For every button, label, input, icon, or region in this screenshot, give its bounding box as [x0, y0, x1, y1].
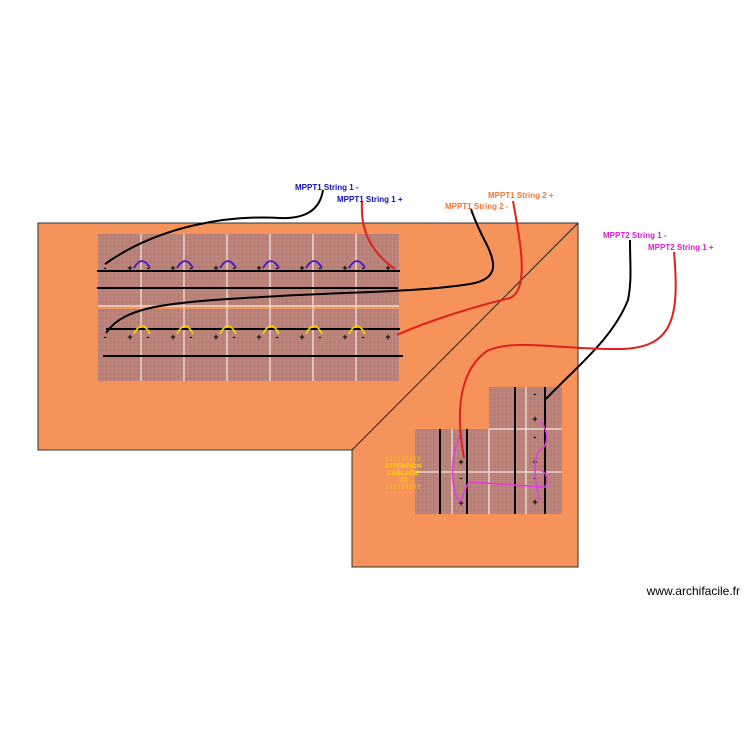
row2-jumper-1: [133, 325, 151, 335]
label-mppt1-string2-pos: MPPT1 String 2 +: [488, 191, 554, 200]
watermark: www.archifacile.fr: [646, 584, 740, 598]
row1-terminal-1: -: [104, 263, 107, 273]
row2-jumper-6: [348, 325, 366, 335]
row2-jumper-5: [305, 325, 323, 335]
row2-terminal-12: +: [342, 332, 347, 342]
row1-terminal-11: -: [319, 263, 322, 273]
row2-terminal-3: -: [147, 332, 150, 342]
section2-jumper-b: [534, 419, 548, 501]
section2-terminal-7: -: [534, 432, 537, 442]
row2-jumper-4: [262, 325, 280, 335]
section2-terminal-3: -: [460, 473, 463, 483]
row1-terminal-8: +: [256, 263, 261, 273]
mppt1-string2-pos-wire: [396, 200, 523, 336]
mppt1-string1-pos-wire: [360, 201, 396, 270]
section2-terminal-5: -: [534, 389, 537, 399]
row1-terminal-12: +: [342, 263, 347, 273]
row1-jumper-5: [305, 260, 323, 269]
label-mppt1-string1-neg: MPPT1 String 1 -: [295, 183, 359, 192]
row2-terminal-4: +: [170, 332, 175, 342]
svg-text:! ! ! ! ! ! ! ! !: ! ! ! ! ! ! ! ! !: [386, 456, 420, 463]
row1-terminal-3: -: [147, 263, 150, 273]
row1-terminal-5: -: [190, 263, 193, 273]
mppt1-string2-neg-wire: [105, 208, 495, 334]
label-mppt2-string1-pos: MPPT2 String 1 +: [648, 243, 714, 252]
row2-terminal-13: -: [362, 332, 365, 342]
row2-terminal-5: -: [190, 332, 193, 342]
svg-text:CABLAGE: CABLAGE: [387, 470, 420, 477]
row1-terminal-2: +: [127, 263, 132, 273]
wiring-warning: ! ! ! ! ! ! ! ! ! ATTENTION CABLAGE ICI …: [385, 456, 422, 491]
row1-jumper-3: [219, 260, 237, 269]
section2-terminal-6: +: [532, 414, 537, 424]
row1-jumper-6: [348, 260, 366, 269]
row2-jumper-2: [176, 325, 194, 335]
row1-terminal-14: +: [385, 263, 390, 273]
panel-row-2: [98, 309, 399, 381]
row2-terminal-6: +: [213, 332, 218, 342]
row1-terminal-7: -: [233, 263, 236, 273]
section2-terminal-2: +: [458, 457, 463, 467]
label-mppt1-string1-pos: MPPT1 String 1 +: [337, 195, 403, 204]
row1-jumper-4: [262, 260, 280, 269]
label-mppt2-string1-neg: MPPT2 String 1 -: [603, 231, 667, 240]
row1-terminal-6: +: [213, 263, 218, 273]
svg-text:! ! ! ! ! ! ! ! !: ! ! ! ! ! ! ! ! !: [386, 484, 420, 491]
row2-terminal-1: -: [104, 332, 107, 342]
row1-terminal-10: +: [299, 263, 304, 273]
row1-jumper-1: [133, 260, 151, 269]
roof-hip-line: [351, 222, 579, 451]
row2-terminal-7: -: [233, 332, 236, 342]
mppt2-string1-neg-wire: [545, 239, 632, 400]
section2-jumper-a: [451, 435, 548, 504]
row2-terminal-2: +: [127, 332, 132, 342]
section2-terminal-4: +: [458, 498, 463, 508]
row1-terminal-13: -: [362, 263, 365, 273]
mppt2-string1-pos-wire: [458, 251, 677, 459]
row2-terminal-14: +: [385, 332, 390, 342]
row2-terminal-9: -: [276, 332, 279, 342]
row1-terminal-4: +: [170, 263, 175, 273]
row2-jumper-3: [219, 325, 237, 335]
label-mppt1-string2-neg: MPPT1 String 2 -: [445, 202, 509, 211]
row2-terminal-8: +: [256, 332, 261, 342]
svg-text:ICI: ICI: [399, 477, 408, 484]
row2-terminal-10: +: [299, 332, 304, 342]
row1-terminal-9: -: [276, 263, 279, 273]
row2-terminal-11: -: [319, 332, 322, 342]
row1-jumper-2: [176, 260, 194, 269]
section2-terminal-10: +: [532, 497, 537, 507]
mppt1-string1-neg-wire: [104, 189, 324, 265]
svg-text:ATTENTION: ATTENTION: [385, 463, 422, 470]
